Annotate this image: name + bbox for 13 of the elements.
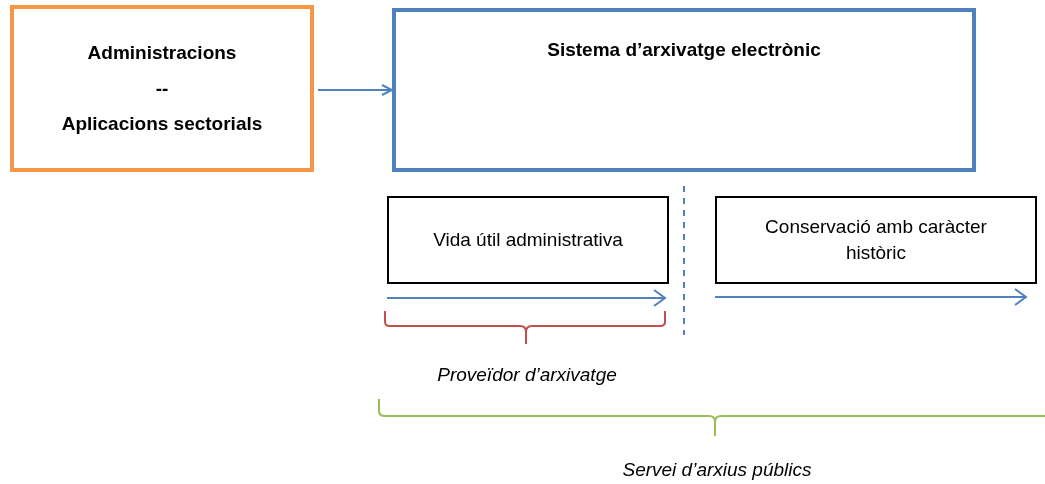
box-label: -- <box>155 76 169 101</box>
box-label: Aplicacions sectorials <box>61 112 263 137</box>
process-box <box>10 5 314 172</box>
box-label: Sistema d’arxivatge electrònic <box>547 38 821 62</box>
box-label: Administracions <box>87 40 237 65</box>
box-label: Conservació amb caràcter històric <box>764 214 988 265</box>
arrow <box>317 84 393 96</box>
process-box <box>715 196 1037 284</box>
box-label: Vida útil administrativa <box>433 227 623 252</box>
bracket-label: Proveïdor d’arxivatge <box>437 362 617 387</box>
process-box <box>387 196 669 284</box>
bracket-label: Servei d’arxius públics <box>622 457 812 482</box>
process-box <box>392 8 976 172</box>
